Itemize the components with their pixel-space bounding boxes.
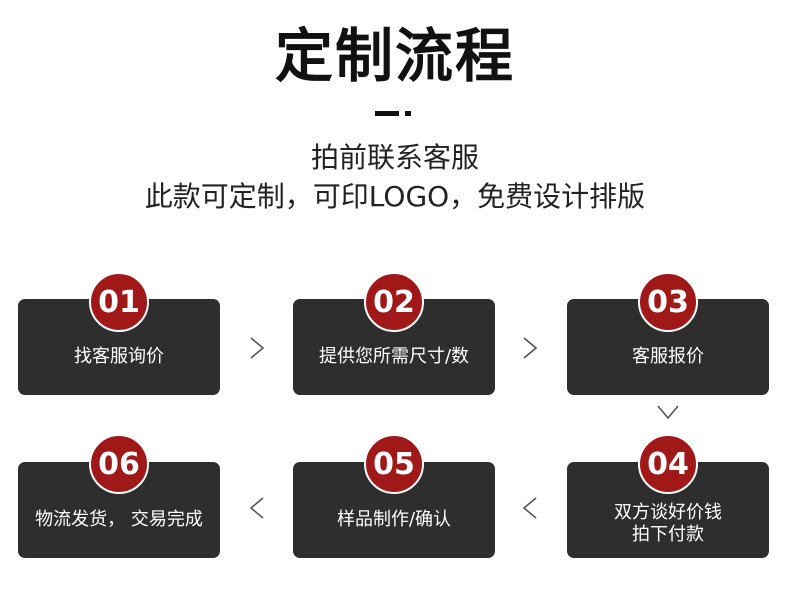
subtitle-customize: 此款可定制，可印LOGO，免费设计排版 xyxy=(144,180,646,213)
subtitle-contact: 拍前联系客服 xyxy=(310,141,479,174)
step-label: 找客服询价 xyxy=(74,346,164,367)
step-number-badge: 06 xyxy=(89,434,149,494)
step-number-badge: 02 xyxy=(364,272,424,332)
step-number-badge: 01 xyxy=(89,272,149,332)
step-label: 双方谈好价钱 拍下付款 xyxy=(614,502,722,545)
page-title: 定制流程 xyxy=(274,22,515,90)
step-label: 客服报价 xyxy=(632,346,704,367)
chevron-right-icon xyxy=(244,335,270,361)
step-label: 提供您所需尺寸/数 xyxy=(318,346,470,367)
step-label: 样品制作/确认 xyxy=(336,509,452,530)
step-number-badge: 03 xyxy=(638,272,698,332)
step-label: 物流发货， 交易完成 xyxy=(35,509,203,530)
chevron-left-icon xyxy=(517,495,543,521)
step-card-03: 客服报价 xyxy=(567,299,769,395)
step-card-06: 物流发货， 交易完成 xyxy=(18,462,220,558)
title-divider-dot xyxy=(405,111,411,116)
step-number-badge: 04 xyxy=(638,434,698,494)
chevron-down-icon xyxy=(655,399,681,425)
step-card-05: 样品制作/确认 xyxy=(293,462,495,558)
step-number-badge: 05 xyxy=(364,434,424,494)
chevron-left-icon xyxy=(244,495,270,521)
title-divider xyxy=(375,111,399,116)
chevron-right-icon xyxy=(517,335,543,361)
